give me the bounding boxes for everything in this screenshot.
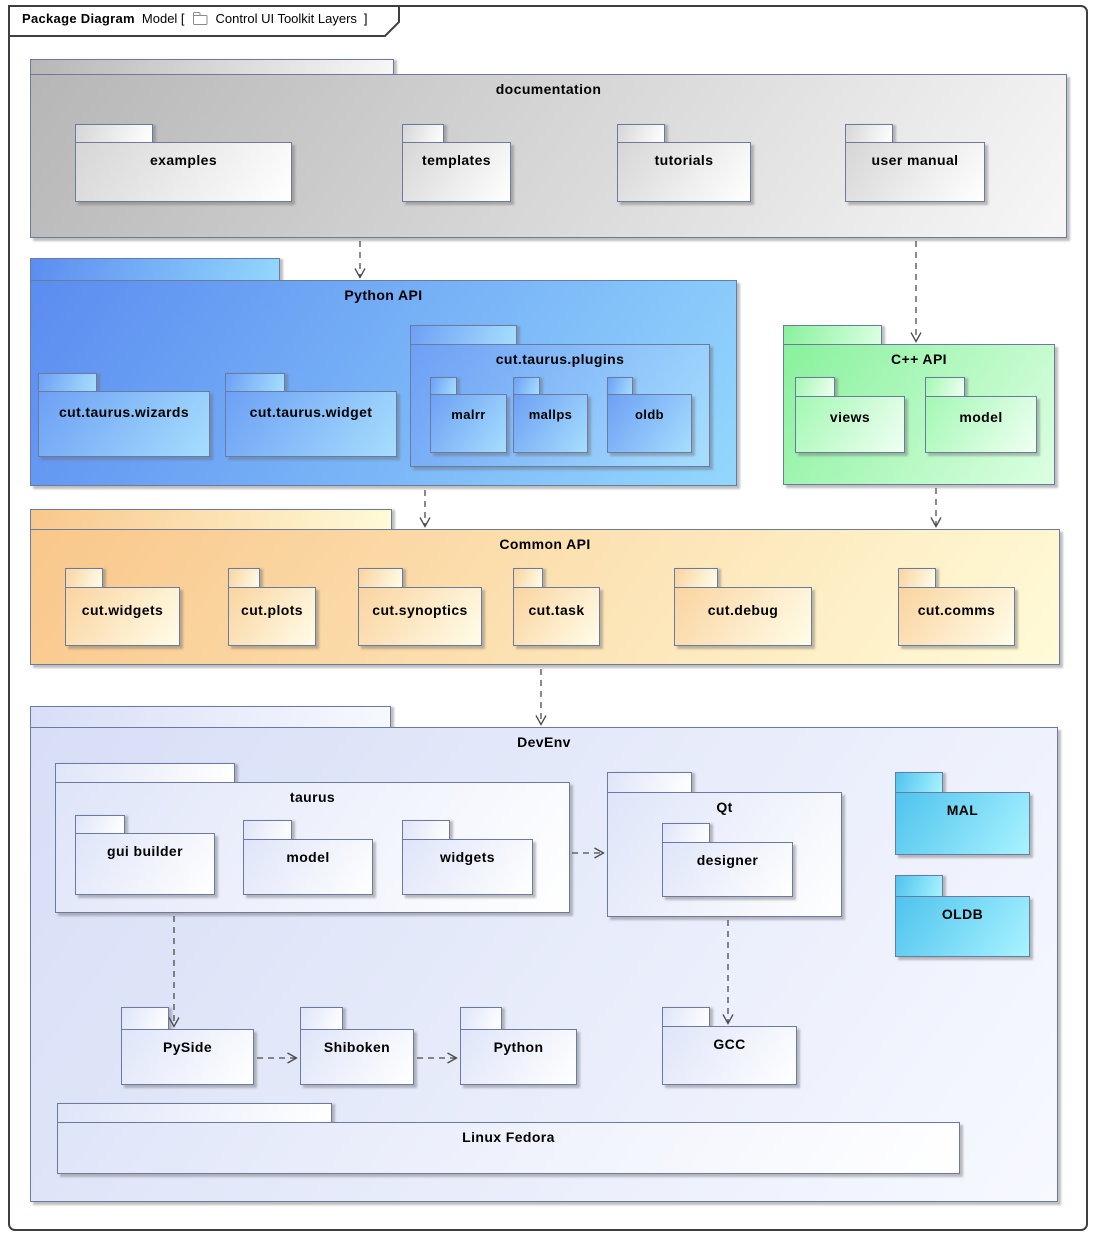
- package-label: mallps: [528, 407, 573, 422]
- package-label: cut.taurus.wizards: [58, 404, 190, 420]
- package-label: taurus: [289, 789, 336, 805]
- package-label: cut.task: [528, 602, 585, 618]
- package-label: cut.synoptics: [372, 602, 468, 618]
- package-label: cut.widgets: [81, 602, 164, 618]
- package-label: oldb: [634, 407, 665, 422]
- diagram-name-label: Control UI Toolkit Layers: [215, 11, 357, 26]
- package-label: designer: [696, 852, 759, 868]
- package-pyside[interactable]: PySide: [121, 1007, 254, 1085]
- package-label: user manual: [871, 152, 959, 168]
- package-cut-taurus-wizards[interactable]: cut.taurus.wizards: [38, 373, 210, 457]
- package-python[interactable]: Python: [460, 1007, 577, 1085]
- diagram-model-label: Model [: [141, 11, 185, 26]
- package-label: cut.debug: [707, 602, 779, 618]
- package-label: Python API: [344, 287, 423, 303]
- package-malrr[interactable]: malrr: [430, 377, 507, 453]
- package-widgets-taurus[interactable]: widgets: [402, 820, 533, 895]
- package-views[interactable]: views: [795, 377, 905, 453]
- package-cpp-api[interactable]: C++ API: [783, 325, 1055, 485]
- package-oldb[interactable]: OLDB: [895, 875, 1030, 957]
- package-model-taurus[interactable]: model: [243, 820, 373, 895]
- package-mallps[interactable]: mallps: [513, 377, 588, 453]
- package-cut-comms[interactable]: cut.comms: [898, 568, 1015, 646]
- package-label: cut.plots: [241, 602, 303, 618]
- package-label: model: [286, 849, 330, 865]
- package-label: cut.comms: [917, 602, 996, 618]
- package-shiboken[interactable]: Shiboken: [300, 1007, 414, 1085]
- package-label: templates: [422, 152, 491, 168]
- package-label: GCC: [713, 1036, 746, 1052]
- package-model-cpp[interactable]: model: [925, 377, 1037, 453]
- package-cut-taurus-widget[interactable]: cut.taurus.widget: [225, 373, 397, 457]
- package-linux-fedora[interactable]: Linux Fedora: [57, 1103, 960, 1174]
- package-label: C++ API: [891, 351, 947, 367]
- package-cut-synoptics[interactable]: cut.synoptics: [358, 568, 482, 646]
- package-label: Shiboken: [323, 1039, 391, 1055]
- package-cut-widgets[interactable]: cut.widgets: [65, 568, 180, 646]
- package-label: OLDB: [941, 906, 984, 922]
- package-label: Linux Fedora: [462, 1129, 555, 1145]
- package-examples[interactable]: examples: [75, 124, 292, 202]
- package-label: MAL: [946, 802, 979, 818]
- package-oldb-plugin[interactable]: oldb: [607, 377, 692, 453]
- package-label: cut.taurus.widget: [249, 404, 373, 420]
- diagram-kind-label: Package Diagram: [22, 11, 135, 26]
- package-label: malrr: [451, 407, 486, 422]
- package-label: PySide: [162, 1039, 213, 1055]
- package-label: model: [959, 409, 1003, 425]
- package-label: widgets: [440, 849, 495, 865]
- package-label: gui builder: [107, 843, 183, 859]
- package-label: DevEnv: [517, 734, 571, 750]
- package-diagram-icon: [192, 12, 208, 25]
- package-label: Common API: [499, 536, 591, 552]
- package-designer[interactable]: designer: [662, 823, 793, 897]
- package-cut-task[interactable]: cut.task: [513, 568, 600, 646]
- package-label: views: [829, 409, 871, 425]
- package-cut-plots[interactable]: cut.plots: [228, 568, 316, 646]
- package-gcc[interactable]: GCC: [662, 1007, 797, 1085]
- package-user-manual[interactable]: user manual: [845, 124, 985, 202]
- package-cut-debug[interactable]: cut.debug: [674, 568, 812, 646]
- package-gui-builder[interactable]: gui builder: [75, 815, 215, 895]
- package-label: Qt: [716, 799, 733, 815]
- package-mal[interactable]: MAL: [895, 772, 1030, 855]
- package-label: Python: [493, 1039, 544, 1055]
- package-tutorials[interactable]: tutorials: [617, 124, 751, 202]
- package-label: documentation: [495, 81, 602, 97]
- package-label: tutorials: [654, 152, 714, 168]
- package-label: examples: [149, 152, 218, 168]
- diagram-bracket-close: ]: [363, 11, 368, 26]
- package-templates[interactable]: templates: [402, 124, 511, 202]
- diagram-header: Package Diagram Model [ Control UI Toolk…: [22, 11, 368, 26]
- package-label: cut.taurus.plugins: [495, 351, 625, 367]
